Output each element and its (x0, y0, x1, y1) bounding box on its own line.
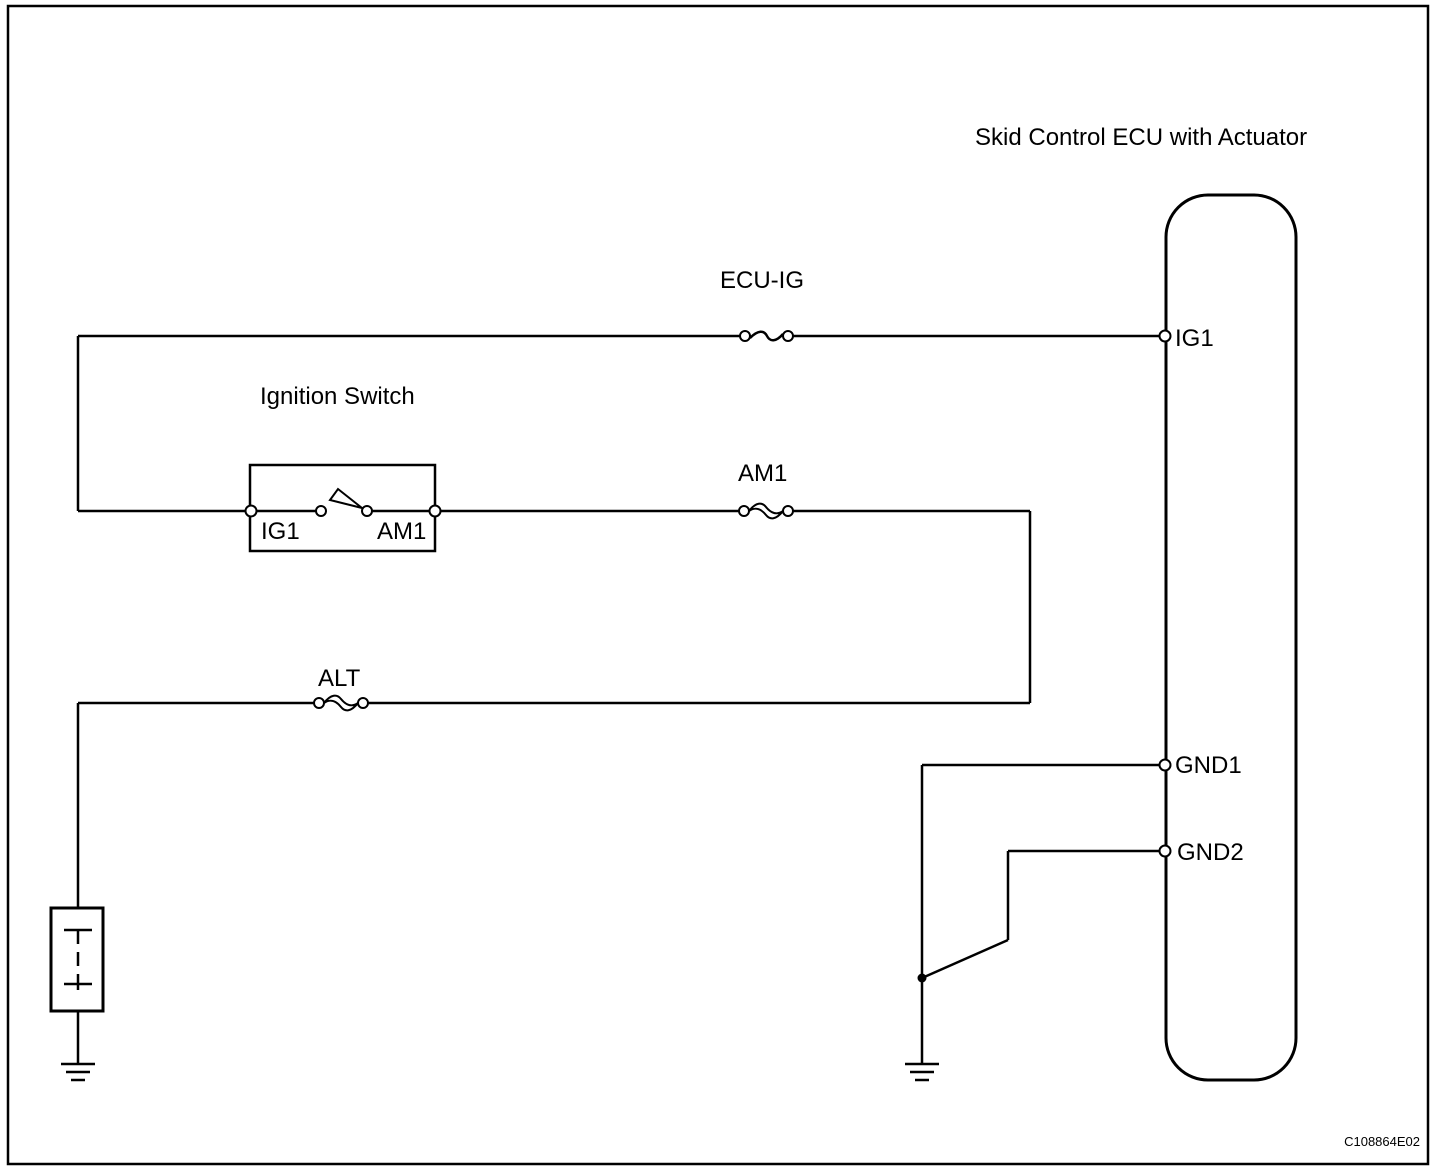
ecu-pin-ig1-terminal (1158, 329, 1172, 343)
fuse-label-ecu-ig: ECU-IG (720, 267, 804, 294)
ecu-box (1164, 193, 1298, 1082)
ecu-pin-gnd1-label: GND1 (1175, 752, 1242, 779)
ecu-pin-gnd1-terminal (1158, 758, 1172, 772)
ecu-ig-fuse (739, 330, 794, 342)
gnd2-circuit (921, 849, 1160, 980)
diagram-frame (6, 4, 1430, 1166)
ecu-ground-symbol (905, 1062, 939, 1082)
ecu-ig-circuit (76, 334, 1160, 513)
gnd1-circuit (920, 763, 1160, 1064)
battery-ground-symbol (61, 1062, 95, 1082)
fuse-label-alt: ALT (318, 665, 361, 692)
am1-circuit (440, 509, 1032, 703)
ecu-pin-gnd2-terminal (1158, 844, 1172, 858)
battery (49, 906, 105, 1013)
alt-circuit (76, 701, 1030, 908)
ecu-pin-gnd2-label: GND2 (1177, 839, 1244, 866)
ecu-title: Skid Control ECU with Actuator (975, 124, 1307, 151)
alt-fuse (313, 694, 369, 712)
ground-splice-point (917, 973, 927, 983)
ignition-switch-pin-am1: AM1 (377, 518, 426, 545)
fuse-label-am1: AM1 (738, 460, 787, 487)
ignition-switch-title: Ignition Switch (260, 383, 415, 410)
ignition-switch-contact (244, 487, 442, 518)
ignition-switch-pin-ig1: IG1 (261, 518, 300, 545)
am1-fuse (738, 502, 794, 520)
figure-code: C108864E02 (1344, 1134, 1420, 1149)
ecu-pin-ig1-label: IG1 (1175, 325, 1214, 352)
